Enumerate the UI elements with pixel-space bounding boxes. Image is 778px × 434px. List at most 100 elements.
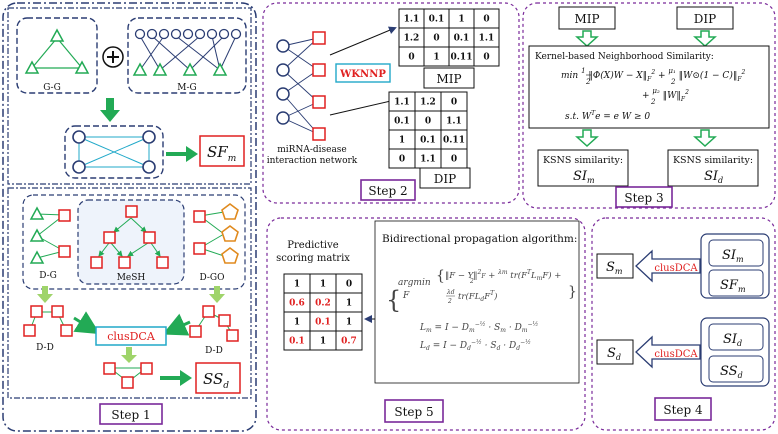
fraction-denominator: 2 [447,298,452,305]
prediction-matrix-value: 0.6 [289,299,305,309]
dd-right-label: D-D [205,346,223,356]
mip-label: MIP [436,72,461,86]
prediction-matrix-value: 1 [346,299,352,309]
disease-node-icon [143,231,156,244]
disease-node-icon [312,31,326,45]
disease-disease-network-left: D-D [23,305,73,353]
disease-node-icon [51,305,64,318]
mirna-node-icon [170,28,182,40]
step3-panel: MIP DIP Kernel-based Neighborhood Simila… [522,2,776,209]
step4-panel: SIm SFm clusDCA Sm SId SSd clusDCA Sd St… [591,217,776,431]
integrated-disease-network [103,362,153,389]
disease-node-icon [312,127,326,141]
step4-top-group [700,233,770,299]
sfm-box [199,135,245,167]
prediction-matrix-value: 0.2 [315,299,331,309]
sm-text: Sm [606,260,623,276]
prediction-matrix-cell [335,330,363,351]
down-arrow-icon [575,30,599,48]
sid-text: SId [723,332,742,348]
down-arrow-icon [121,347,137,363]
mirna-node-icon [142,160,156,174]
mirna-node-icon [276,63,290,77]
mip-matrix-value: 1.1 [404,15,420,25]
argmin-text: argmin [398,278,431,288]
clusdca-bottom-label: clusDCA [654,349,698,360]
dip-matrix-value: 1 [399,136,405,146]
sfm-text: SFm [720,278,746,294]
step5-label: Step 5 [394,405,433,419]
left-arrow-icon [635,335,701,369]
disease-node-icon [90,256,103,269]
sid-text: SId [704,169,723,185]
fraction-denominator: 2 [585,78,591,86]
step2-label: Step 2 [368,184,407,198]
mirna-node-icon [146,28,158,40]
bidir-title: Bidirectional propagation algorithm: [382,233,577,245]
sfm-box [708,269,764,297]
sim-box [708,239,764,267]
dg-label: D-G [39,271,57,281]
go-term-icon [221,247,239,264]
ksns-d-box [667,149,759,187]
mip-label: MIP [574,12,599,26]
ssd-text: SSd [720,364,743,380]
pred-label-line2: scoring matrix [276,253,350,264]
gene-node-icon [29,206,45,220]
gene-node-icon [212,62,228,76]
disease-node-icon [189,325,202,338]
dip-matrix-value: 0.11 [443,136,465,146]
step4-label: Step 4 [663,403,703,417]
dip-matrix-value: 0 [425,117,431,127]
prediction-matrix-value: 0.1 [315,318,331,328]
clusdca-top-label: clusDCA [654,263,698,274]
disease-node-icon [156,256,169,269]
sm-box [596,253,634,279]
ksns-m-box [537,149,629,187]
dip-matrix-value: 0.1 [420,136,436,146]
step1-panel: G-G [2,2,257,432]
disease-node-icon [103,362,116,375]
prediction-matrix-value: 1 [320,337,326,347]
step4-bottom-group [700,317,770,387]
dip-matrix-value: 0.1 [394,117,410,127]
dip-matrix-value: 0 [399,155,405,165]
constraint-formula: s.t. WTe = e W ≥ 0 [565,110,650,122]
mip-matrix-value: 1 [458,15,464,25]
disease-node-icon [312,63,326,77]
brace-open-icon: { [436,268,445,284]
mirna-disease-network: miRNA-disease interaction network [267,31,358,166]
disease-node-icon [121,376,134,389]
disease-node-icon [193,242,206,255]
brace-icon: { [386,286,401,314]
mirna-node-icon [230,28,242,40]
fraction-denominator: 2 [670,78,676,86]
prediction-matrix-value: 1 [294,318,300,328]
mip-matrix-value: 0 [483,15,489,25]
mip-matrix-value: 1.1 [479,34,495,44]
mip-matrix-value: 0.1 [454,34,470,44]
sim-text: SIm [722,248,744,264]
mirna-node-icon [276,87,290,101]
dip-matrix-value: 1.2 [420,98,436,108]
mirna-node-icon [142,130,156,144]
disease-node-icon [202,305,215,318]
sd-box [596,339,634,365]
sfm-text: SFm [207,143,236,164]
mirna-node-icon [218,28,230,40]
down-arrow-icon [209,286,225,303]
mip-matrix-value: 1 [433,53,439,63]
gene-node-icon [49,28,65,42]
ksns-m-label: KSNS similarity: [543,155,623,166]
disease-node-icon [58,209,71,222]
gg-label: G-G [43,83,61,93]
argmin-var: F [402,291,410,301]
mirna-functional-network [64,125,164,179]
disease-node-icon [312,95,326,109]
left-arrow-icon [635,249,701,283]
disease-node-icon [218,314,231,327]
dd-left-label: D-D [36,343,54,353]
arrow-icon [73,311,101,335]
